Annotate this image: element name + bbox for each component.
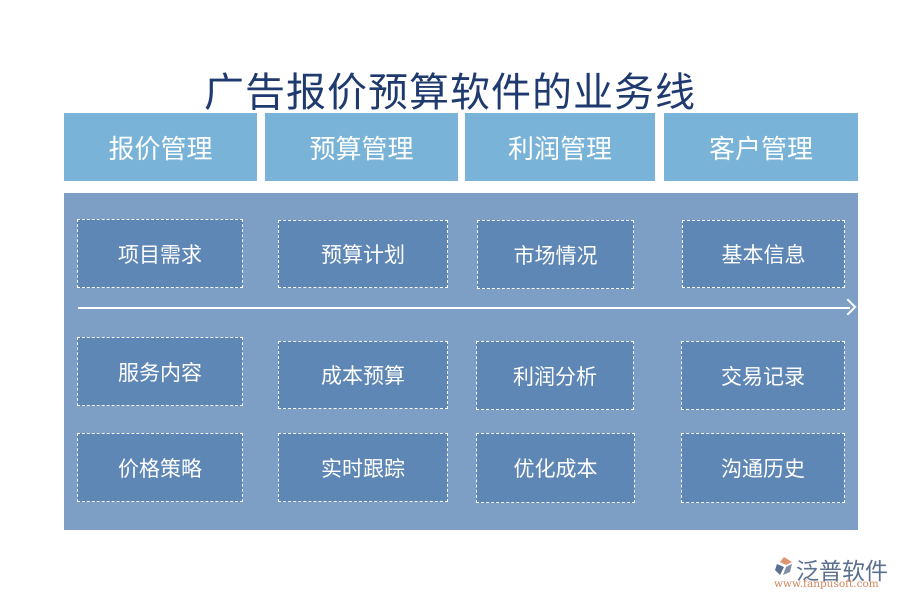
item-service-content: 服务内容 [77, 337, 243, 406]
item-budget-plan: 预算计划 [278, 220, 448, 288]
content-panel: 项目需求 预算计划 市场情况 基本信息 服务内容 成本预算 利润分析 交易记录 … [64, 193, 858, 530]
item-market-situation: 市场情况 [477, 220, 634, 289]
header-quote-management: 报价管理 [64, 113, 257, 181]
logo-name: 泛普软件 [796, 559, 888, 585]
item-optimize-cost: 优化成本 [476, 433, 635, 503]
flow-arrow [78, 307, 850, 309]
logo-mark-icon [775, 557, 792, 575]
item-profit-analysis: 利润分析 [476, 341, 634, 410]
brand-logo: 泛普软件 www.fanpusoft.com [770, 552, 895, 594]
logo-url: www.fanpusoft.com [774, 578, 879, 590]
header-customer-management: 客户管理 [664, 113, 858, 181]
item-real-time-tracking: 实时跟踪 [278, 433, 448, 502]
item-pricing-strategy: 价格策略 [77, 433, 243, 502]
header-budget-management: 预算管理 [265, 113, 458, 181]
item-basic-info: 基本信息 [682, 220, 845, 288]
arrow-head-icon [839, 298, 857, 316]
item-project-requirements: 项目需求 [77, 219, 243, 288]
item-cost-budget: 成本预算 [278, 341, 448, 409]
item-transaction-records: 交易记录 [681, 341, 845, 410]
header-profit-management: 利润管理 [465, 113, 655, 181]
item-communication-history: 沟通历史 [681, 433, 845, 503]
diagram-title: 广告报价预算软件的业务线 [204, 70, 696, 116]
